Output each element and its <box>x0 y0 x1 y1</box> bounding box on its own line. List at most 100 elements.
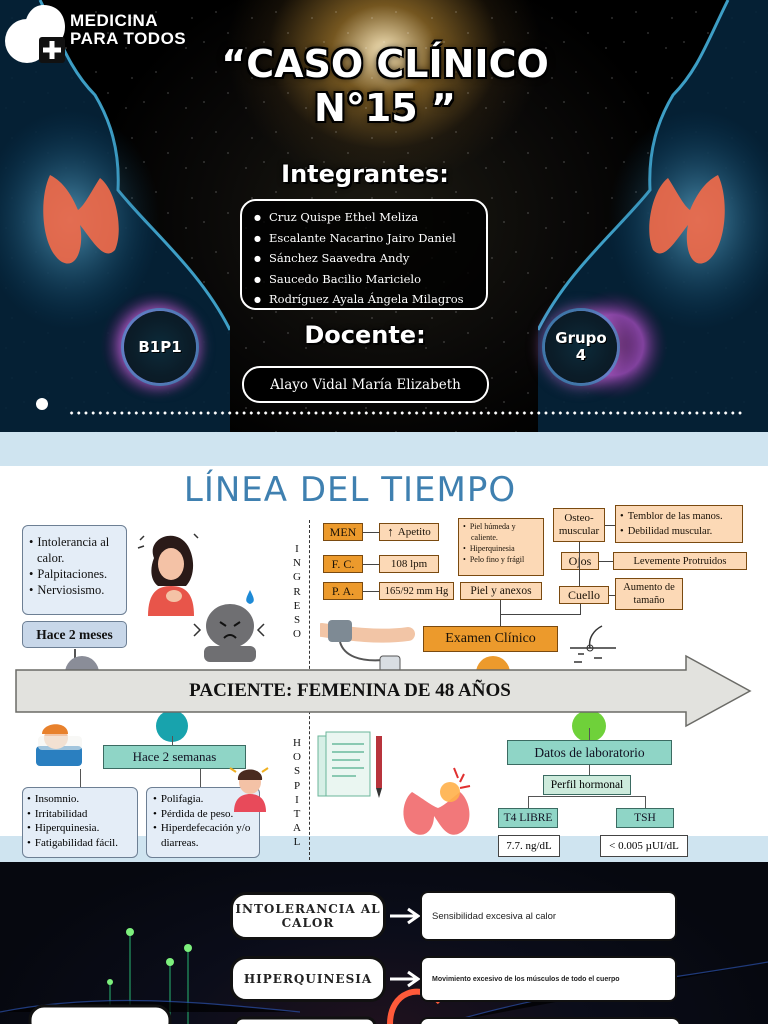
term-box-hyperkinesia: HIPERQUINESIA <box>230 956 386 1002</box>
connector-pa <box>363 591 379 593</box>
members-heading: Integrantes: <box>281 160 449 188</box>
cover-slide: MEDICINA PARA TODOS “CASO CLÍNICO N°15 ”… <box>0 0 768 432</box>
vertical-letter: H <box>293 737 301 749</box>
insomnia-illustration <box>36 724 82 766</box>
vertical-letter: S <box>293 765 301 778</box>
vertical-letter: L <box>293 836 301 849</box>
connector-profile <box>589 765 591 775</box>
member-name: Saucedo Bacilio Maricielo <box>254 270 478 291</box>
fc-value: 108 lpm <box>379 555 439 573</box>
connector-tsh <box>645 796 647 808</box>
vertical-letter: A <box>293 822 301 835</box>
vertical-letter: T <box>293 808 301 821</box>
tsh-label: TSH <box>616 808 674 828</box>
member-name: Sánchez Saavedra Andy <box>254 249 478 270</box>
page-title: “CASO CLÍNICO N°15 ” <box>210 42 560 130</box>
patient-timeline-arrow <box>15 654 752 728</box>
up-arrow-icon: ↑ <box>387 524 394 539</box>
fc-label: F. C. <box>323 555 363 573</box>
osteo-finding-item: Temblor de las manos. <box>620 509 738 524</box>
skin-findings-list: Piel húmeda y caliente.HiperquinesiaPelo… <box>461 521 541 565</box>
term-hyperkinesia: HIPERQUINESIA <box>243 972 373 986</box>
connector-2-weeks <box>172 736 174 746</box>
irritated-woman-icon <box>229 767 269 812</box>
logo-line-1: MEDICINA <box>70 11 159 30</box>
thyroid-illustration <box>403 767 471 835</box>
symptom-item: Insomnio. <box>27 792 133 807</box>
vertical-letter: I <box>295 793 299 806</box>
vertical-letter: G <box>293 571 301 584</box>
definition-box-hyperkinesia: Movimiento excesivo de los músculos de t… <box>420 956 677 1002</box>
pa-label: P. A. <box>323 582 363 600</box>
clinical-exam-label: Examen Clínico <box>423 626 558 652</box>
connector-neck <box>609 595 615 597</box>
logo-line-2: PARA TODOS <box>70 29 187 48</box>
definition-hyperkinesia: Movimiento excesivo de los músculos de t… <box>432 975 620 983</box>
teacher-name-box: Alayo Vidal María Elizabeth <box>242 366 489 403</box>
group-number-label: Grupo <box>555 329 607 347</box>
slide-indicator-dot <box>36 398 48 410</box>
connector-2-weeks-right <box>200 769 202 787</box>
title-line-1: “CASO CLÍNICO <box>221 42 549 86</box>
t4-label: T4 LIBRE <box>498 808 558 828</box>
connector-exam-right <box>500 614 580 616</box>
skin-finding-item: Hiperquinesia <box>461 543 541 554</box>
definition-heat-intolerance: Sensibilidad excesiva al calor <box>432 910 557 922</box>
medical-documents-illustration <box>317 731 382 798</box>
title-line-2: N°15 ” <box>314 86 456 130</box>
label-2-months-text: Hace 2 meses <box>36 626 113 642</box>
member-name: Cruz Quispe Ethel Meliza <box>254 208 478 229</box>
vertical-letter: I <box>295 543 299 555</box>
eyes-value: Levemente Protruidos <box>613 552 747 570</box>
hormone-profile-label: Perfil hormonal <box>543 775 631 795</box>
symptoms-2-months-list: Intolerancia al calor.Palpitaciones.Nerv… <box>27 534 120 598</box>
skin-finding-item: Piel húmeda y caliente. <box>461 521 541 543</box>
top-band <box>0 432 768 466</box>
men-value-box: ↑ Apetito <box>379 523 439 541</box>
skin-label: Piel y anexos <box>460 582 542 600</box>
neck-value: Aumento de tamaño <box>615 578 683 610</box>
timeline-slide: LÍNEA DEL TIEMPO Intolerancia al calor.P… <box>0 432 768 862</box>
symptom-item: Polifagia. <box>151 792 255 807</box>
vertical-letter: R <box>293 585 301 598</box>
vertical-letter: S <box>293 614 301 627</box>
definitions-slide: INTOLERANCIA AL CALOR Sensibilidad exces… <box>0 862 768 1024</box>
connector-osteo <box>605 525 615 527</box>
connector-skin <box>500 600 502 626</box>
symptom-item: Hiperquinesia. <box>27 821 133 836</box>
men-value: Apetito <box>397 526 431 538</box>
vertical-letter: O <box>293 628 301 641</box>
men-label: MEN <box>323 523 363 541</box>
arrow-right-icon <box>390 907 421 925</box>
arrow-right-icon <box>390 970 421 988</box>
label-2-weeks: Hace 2 semanas <box>103 745 246 769</box>
symptom-item: Intolerancia al calor. <box>27 534 120 566</box>
lab-data-label: Datos de laboratorio <box>507 740 672 765</box>
symptom-item: Nerviosismo. <box>27 582 120 598</box>
connector-fc <box>363 564 379 566</box>
connector-eyes <box>599 561 613 563</box>
symptom-item: Pérdida de peso. <box>151 807 255 822</box>
connector-lab-horizontal <box>528 796 646 798</box>
connector-2-weeks-left <box>80 769 82 787</box>
group-code-badge: B1P1 <box>124 311 196 383</box>
symptom-item: Fatigabilidad fácil. <box>27 836 133 851</box>
logo-wordmark: MEDICINA PARA TODOS <box>70 12 186 48</box>
blood-pressure-cuff-illustration <box>320 620 415 673</box>
definition-box-heat-intolerance: Sensibilidad excesiva al calor <box>420 891 677 941</box>
label-2-months: Hace 2 meses <box>22 621 127 648</box>
osteo-findings-list: Temblor de las manos.Debilidad muscular. <box>620 509 738 539</box>
term-box-heat-intolerance: INTOLERANCIA AL CALOR <box>230 892 386 940</box>
member-name: Rodríguez Ayala Ángela Milagros <box>254 290 478 311</box>
teacher-heading: Docente: <box>304 321 426 349</box>
timeline-title: LÍNEA DEL TIEMPO <box>183 470 517 510</box>
symptom-item: Hiperdefecación y/o diarreas. <box>151 821 255 850</box>
connector-2-months <box>74 649 76 661</box>
nervous-face-illustration <box>193 590 265 662</box>
symptoms-2-months-box: Intolerancia al calor.Palpitaciones.Nerv… <box>22 525 127 615</box>
members-list: Cruz Quispe Ethel MelizaEscalante Nacari… <box>254 208 478 311</box>
tsh-value: < 0.005 µUI/dL <box>600 835 688 857</box>
symptoms-2-weeks-left-list: Insomnio.IrritabilidadHiperquinesia.Fati… <box>27 792 133 850</box>
osteo-label: Osteo-muscular <box>553 508 605 542</box>
